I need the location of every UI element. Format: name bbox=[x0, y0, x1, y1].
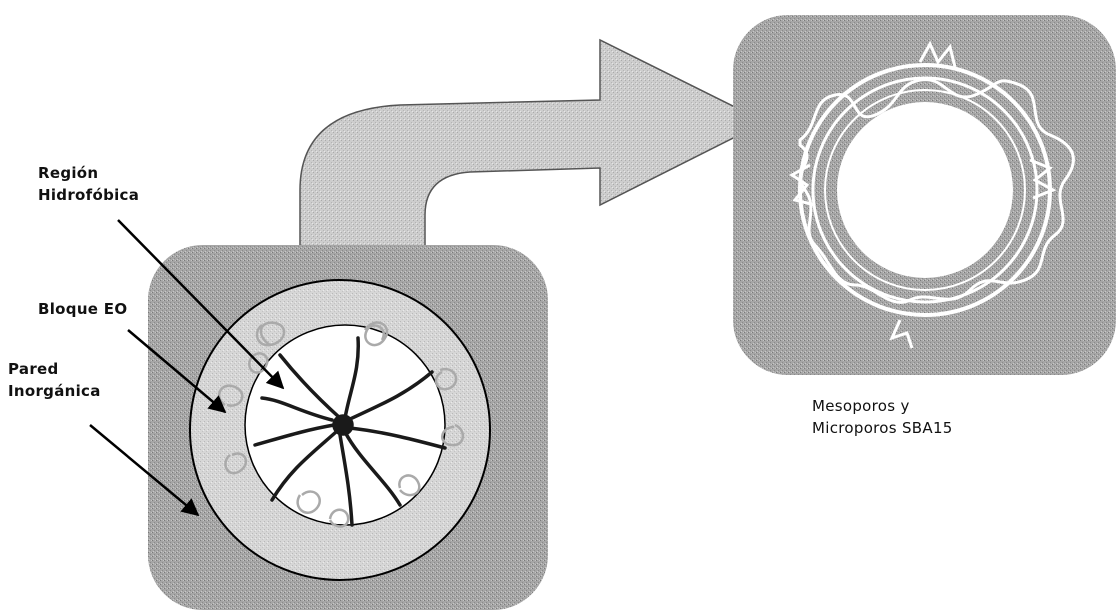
label-pared-line2: Inorgánica bbox=[8, 380, 101, 402]
mesopore-core bbox=[837, 102, 1013, 278]
label-bloque-text: Bloque EO bbox=[38, 298, 127, 320]
label-mesopores: Mesoporos y Microporos SBA15 bbox=[812, 395, 953, 439]
label-meso-line1: Mesoporos y bbox=[812, 395, 953, 417]
label-eo-block: Bloque EO bbox=[38, 298, 127, 320]
process-arrow bbox=[300, 40, 765, 250]
label-meso-line2: Microporos SBA15 bbox=[812, 417, 953, 439]
label-region-line1: Región bbox=[38, 162, 139, 184]
label-pared-line1: Pared bbox=[8, 358, 101, 380]
label-inorganic-wall: Pared Inorgánica bbox=[8, 358, 101, 402]
label-region-line2: Hidrofóbica bbox=[38, 184, 139, 206]
label-hydrophobic-region: Región Hidrofóbica bbox=[38, 162, 139, 206]
